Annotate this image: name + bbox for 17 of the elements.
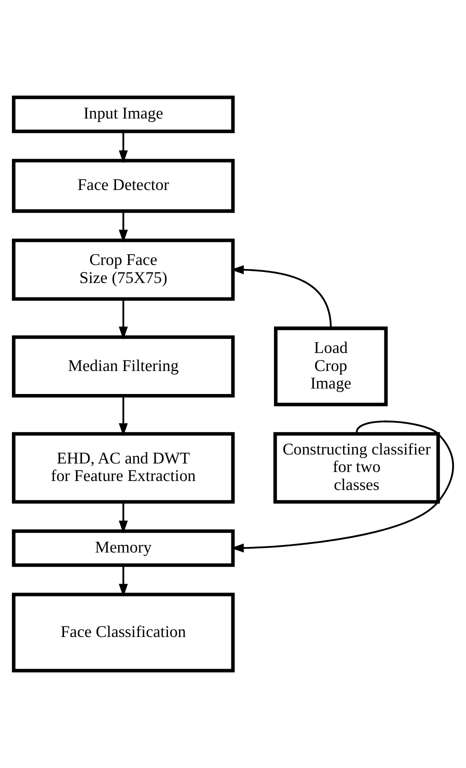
- node-box: Input Image: [11, 96, 234, 134]
- node-box: Median Filtering: [11, 335, 234, 398]
- node-box: EHD, AC and DWT for Feature Extraction: [11, 432, 234, 504]
- arrow: [230, 265, 332, 328]
- node-box: Constructing classifier for two classes: [272, 432, 440, 504]
- arrow: [118, 566, 128, 597]
- node-box: Face Detector: [11, 158, 234, 213]
- node-box: Crop Face Size (75X75): [11, 238, 234, 301]
- arrow: [118, 299, 128, 340]
- arrow: [118, 211, 128, 243]
- arrow: [118, 502, 128, 534]
- arrow: [118, 132, 128, 164]
- arrow: [230, 420, 454, 553]
- node-box: Load Crop Image: [273, 326, 388, 406]
- arrow: [118, 396, 128, 436]
- node-box: Face Classification: [11, 592, 234, 672]
- node-box: Memory: [11, 529, 234, 567]
